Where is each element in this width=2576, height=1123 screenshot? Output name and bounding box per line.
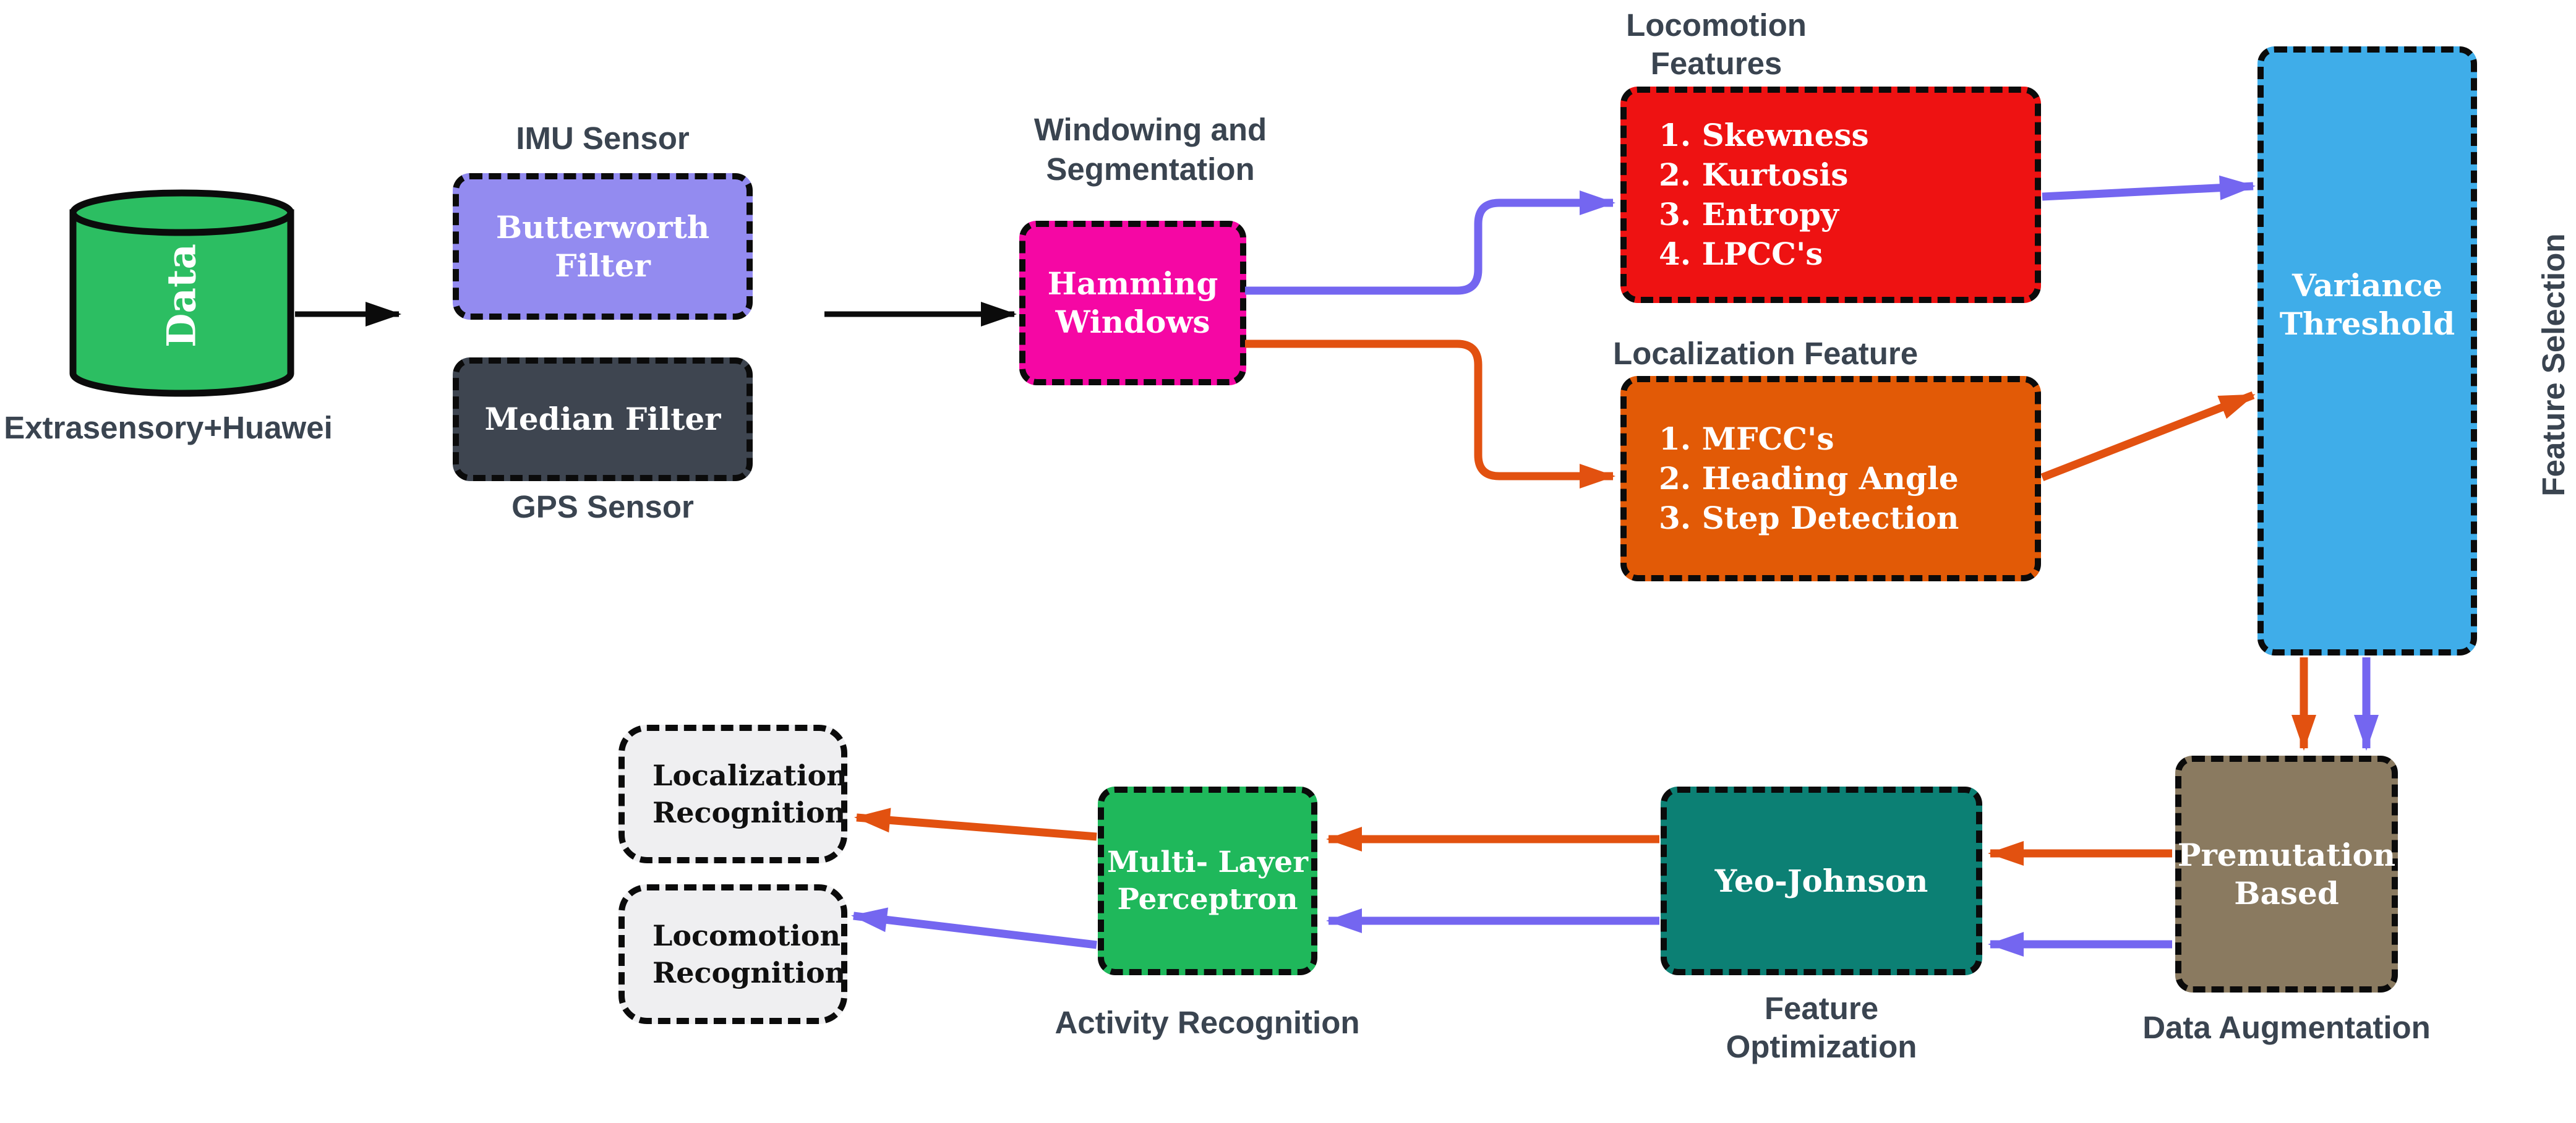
localization-recognition-box: Localization Recognition (618, 725, 847, 863)
localization-feature-item: 2. Heading Angle (1659, 460, 1959, 497)
locomotion-recognition-box: Locomotion Recognition (618, 884, 847, 1024)
dataset-caption: Extrasensory+Huawei (4, 410, 333, 445)
localization-features-box: 1. MFCC's 2. Heading Angle 3. Step Detec… (1620, 376, 2041, 581)
localization-feature-list: 1. MFCC's 2. Heading Angle 3. Step Detec… (1659, 419, 1959, 538)
data-cylinder-icon: Data (69, 189, 294, 397)
activity-recognition-caption: Activity Recognition (1055, 1005, 1360, 1040)
locomotion-features-caption: Locomotion Features (1626, 7, 1807, 81)
locomotion-feature-item: 3. Entropy (1659, 196, 1839, 233)
hamming-windows-box: Hamming Windows (1019, 221, 1246, 385)
gps-sensor-label: GPS Sensor (511, 489, 694, 524)
locomotion-feature-item: 4. LPCC's (1659, 236, 1823, 272)
butterworth-filter-box: Butterworth Filter (453, 173, 753, 320)
multi-layer-perceptron-box: Multi- Layer Perceptron (1098, 787, 1317, 975)
arrow-mlp-to-localization-recognition (854, 808, 1097, 841)
arrow-localization-to-variance (2040, 391, 2256, 482)
median-filter-box: Median Filter (453, 357, 753, 481)
locomotion-features-box: 1. Skewness 2. Kurtosis 3. Entropy 4. LP… (1620, 87, 2041, 303)
feature-optimization-caption: Feature Optimization (1726, 991, 1917, 1064)
arrow-hamming-to-locomotion-features (1245, 190, 1615, 295)
locomotion-feature-item: 1. Skewness (1659, 117, 1869, 153)
localization-feature-caption: Localization Feature (1613, 336, 1919, 371)
premutation-based-box: Premutation Based (2175, 756, 2398, 993)
localization-feature-item: 1. MFCC's (1659, 421, 1834, 457)
yeo-johnson-box: Yeo-Johnson (1661, 787, 1982, 975)
data-cylinder-label: Data (159, 244, 205, 348)
imu-sensor-label: IMU Sensor (516, 121, 690, 156)
locomotion-feature-item: 2. Kurtosis (1659, 156, 1849, 193)
arrow-hamming-to-localization-features (1245, 339, 1615, 489)
data-augmentation-caption: Data Augmentation (2142, 1010, 2431, 1045)
locomotion-feature-list: 1. Skewness 2. Kurtosis 3. Entropy 4. LP… (1659, 116, 1869, 274)
arrow-locomotion-to-variance (2042, 175, 2256, 201)
arrow-mlp-to-locomotion-recognition (851, 907, 1097, 949)
localization-feature-item: 3. Step Detection (1659, 500, 1959, 536)
windowing-segmentation-caption: Windowing and Segmentation (1033, 112, 1267, 187)
variance-threshold-box: Variance Threshold (2257, 46, 2477, 655)
